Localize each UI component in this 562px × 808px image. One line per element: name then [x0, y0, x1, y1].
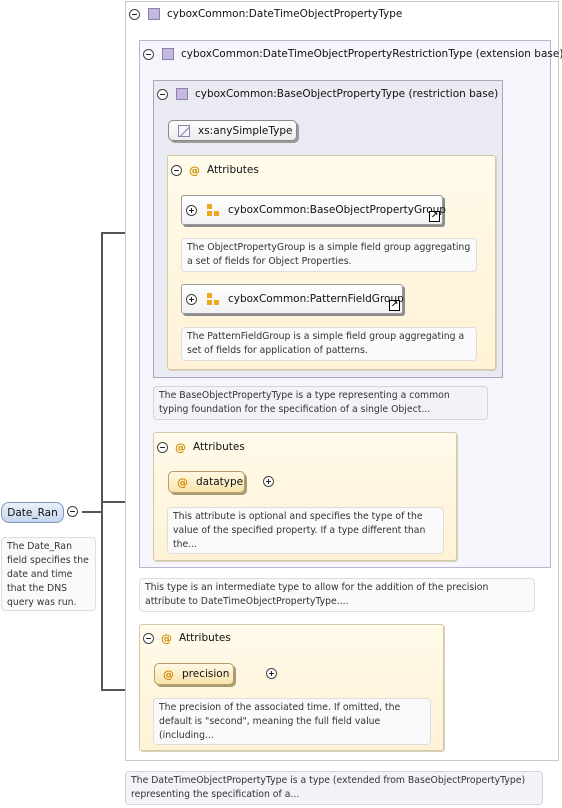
- extension-documentation-text: This type is an intermediate type to all…: [145, 582, 489, 607]
- attribute-precision-doc: The precision of the associated time. If…: [153, 698, 431, 745]
- root-element-date-ran[interactable]: Date_Ran: [1, 502, 64, 523]
- connector-trunk: [101, 232, 103, 691]
- attribute-expand-toggle-datatype[interactable]: [263, 476, 275, 487]
- connector-stem: [82, 511, 102, 513]
- attribute-name: precision: [182, 668, 230, 680]
- extension-documentation: This type is an intermediate type to all…: [139, 578, 535, 612]
- group-expand-toggle[interactable]: [186, 293, 197, 305]
- type-documentation: The DateTimeObjectPropertyType is a type…: [125, 771, 543, 805]
- attribute-group-doc-1: The ObjectPropertyGroup is a simple fiel…: [181, 238, 477, 272]
- link-icon[interactable]: ↗: [429, 211, 440, 222]
- attribute-expand-toggle-precision[interactable]: [265, 668, 277, 679]
- attribute-at-icon: @: [189, 163, 200, 177]
- attribute-group-doc-text: The PatternFieldGroup is a simple field …: [187, 331, 465, 356]
- attribute-group-doc-2: The PatternFieldGroup is a simple field …: [181, 327, 477, 361]
- connector-branch-attributes-3: [101, 689, 141, 691]
- simple-type-icon: [178, 124, 190, 137]
- extension-header: cyboxCommon:DateTimeObjectPropertyRestri…: [143, 47, 562, 61]
- attribute-at-icon: @: [177, 475, 188, 489]
- attribute-group-name: cyboxCommon:BaseObjectPropertyGroup: [228, 204, 446, 216]
- attribute-group-pattern-field[interactable]: cyboxCommon:PatternFieldGroup ↗: [181, 284, 404, 314]
- restriction-collapse-toggle[interactable]: [157, 88, 168, 100]
- complex-type-icon: [148, 8, 160, 20]
- attribute-at-icon: @: [175, 440, 186, 454]
- attribute-group-base-object-property[interactable]: cyboxCommon:BaseObjectPropertyGroup ↗: [181, 195, 446, 225]
- type-header: cyboxCommon:DateTimeObjectPropertyType: [129, 7, 402, 21]
- extension-name: cyboxCommon:DateTimeObjectPropertyRestri…: [181, 48, 562, 60]
- simple-type-node[interactable]: xs:anySimpleType: [168, 120, 297, 141]
- attributes-title-2: Attributes: [193, 441, 245, 453]
- restriction-documentation-text: The BaseObjectPropertyType is a type rep…: [159, 390, 450, 415]
- attributes-title-3: Attributes: [179, 632, 231, 644]
- attribute-group-icon: [207, 204, 219, 216]
- attribute-group-icon: [207, 293, 219, 305]
- attributes-collapse-toggle-3[interactable]: [143, 632, 154, 644]
- root-documentation: The Date_Ran field specifies the date an…: [1, 537, 96, 611]
- attributes-header-3: @ Attributes: [143, 631, 231, 645]
- root-documentation-text: The Date_Ran field specifies the date an…: [7, 541, 89, 608]
- attribute-at-icon: @: [161, 631, 172, 645]
- attribute-precision[interactable]: @ precision: [154, 663, 234, 685]
- attributes-header-1: @ Attributes: [171, 163, 259, 177]
- complex-type-icon: [162, 48, 174, 60]
- attributes-title-1: Attributes: [207, 164, 259, 176]
- attribute-datatype-doc: This attribute is optional and specifies…: [167, 507, 444, 554]
- attribute-name: datatype: [196, 476, 244, 488]
- attribute-group-name: cyboxCommon:PatternFieldGroup: [228, 293, 404, 305]
- type-documentation-text: The DateTimeObjectPropertyType is a type…: [131, 775, 526, 800]
- type-collapse-toggle[interactable]: [129, 8, 140, 20]
- attribute-doc-text: The precision of the associated time. If…: [159, 702, 401, 741]
- attributes-collapse-toggle-2[interactable]: [157, 441, 168, 453]
- complex-type-icon: [176, 88, 188, 100]
- restriction-documentation: The BaseObjectPropertyType is a type rep…: [153, 386, 488, 420]
- group-expand-toggle[interactable]: [186, 204, 197, 216]
- root-element-label: Date_Ran: [7, 506, 58, 519]
- attribute-at-icon: @: [163, 667, 174, 681]
- attributes-header-2: @ Attributes: [157, 440, 245, 454]
- attribute-doc-text: This attribute is optional and specifies…: [173, 511, 426, 550]
- root-collapse-toggle[interactable]: [67, 506, 78, 517]
- link-icon[interactable]: ↗: [389, 300, 400, 311]
- simple-type-label: xs:anySimpleType: [198, 124, 293, 137]
- attributes-collapse-toggle-1[interactable]: [171, 164, 182, 176]
- extension-collapse-toggle[interactable]: [143, 48, 154, 60]
- restriction-name: cyboxCommon:BaseObjectPropertyType (rest…: [195, 88, 499, 100]
- type-name: cyboxCommon:DateTimeObjectPropertyType: [167, 8, 403, 20]
- restriction-header: cyboxCommon:BaseObjectPropertyType (rest…: [157, 87, 498, 101]
- attribute-group-doc-text: The ObjectPropertyGroup is a simple fiel…: [187, 242, 471, 267]
- attribute-datatype[interactable]: @ datatype: [168, 471, 245, 493]
